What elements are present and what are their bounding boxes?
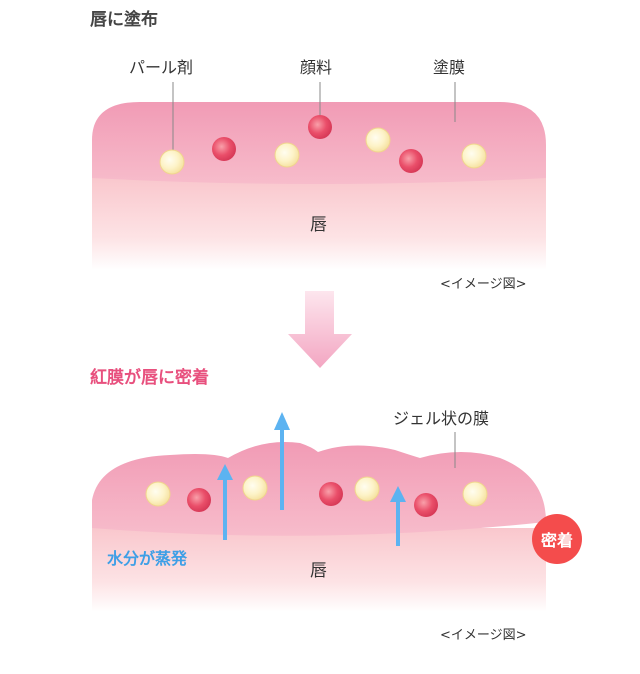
bottom-lip-label: 唇	[310, 561, 327, 581]
pearl-label: パール剤	[129, 58, 194, 77]
down-arrow-icon	[288, 291, 352, 368]
gel-film-label: ジェル状の膜	[393, 409, 490, 428]
bottom-lip	[92, 528, 546, 612]
bottom-diagram	[92, 412, 546, 612]
evaporation-label: 水分が蒸発	[107, 549, 188, 568]
bottom-caption: <イメージ図>	[440, 628, 527, 643]
pearl-particle	[242, 475, 268, 501]
pearl-particle	[159, 149, 185, 175]
pearl-particle	[274, 142, 300, 168]
top-film	[92, 102, 546, 184]
pearl-particle	[145, 481, 171, 507]
pearl-particle	[461, 143, 487, 169]
pigment-particle	[212, 137, 236, 161]
top-diagram	[92, 82, 546, 270]
pigment-particle	[308, 115, 332, 139]
film-label: 塗膜	[433, 58, 466, 77]
pearl-particle	[462, 481, 488, 507]
bottom-title: 紅膜が唇に密着	[90, 368, 209, 388]
evaporation-arrow-icon	[217, 464, 233, 578]
pearl-particle	[354, 476, 380, 502]
top-lip	[92, 178, 546, 270]
pigment-particle	[414, 493, 438, 517]
top-title: 唇に塗布	[90, 10, 158, 30]
pigment-particle	[187, 488, 211, 512]
pigment-label: 顔料	[300, 58, 333, 77]
pigment-particle	[399, 149, 423, 173]
top-caption: <イメージ図>	[440, 277, 527, 292]
evaporation-arrow-icon	[390, 486, 406, 578]
evaporation-arrow-icon	[274, 412, 290, 548]
pearl-particle	[365, 127, 391, 153]
adhesion-badge: 密着	[532, 514, 582, 564]
pigment-particle	[319, 482, 343, 506]
top-lip-label: 唇	[310, 215, 327, 235]
